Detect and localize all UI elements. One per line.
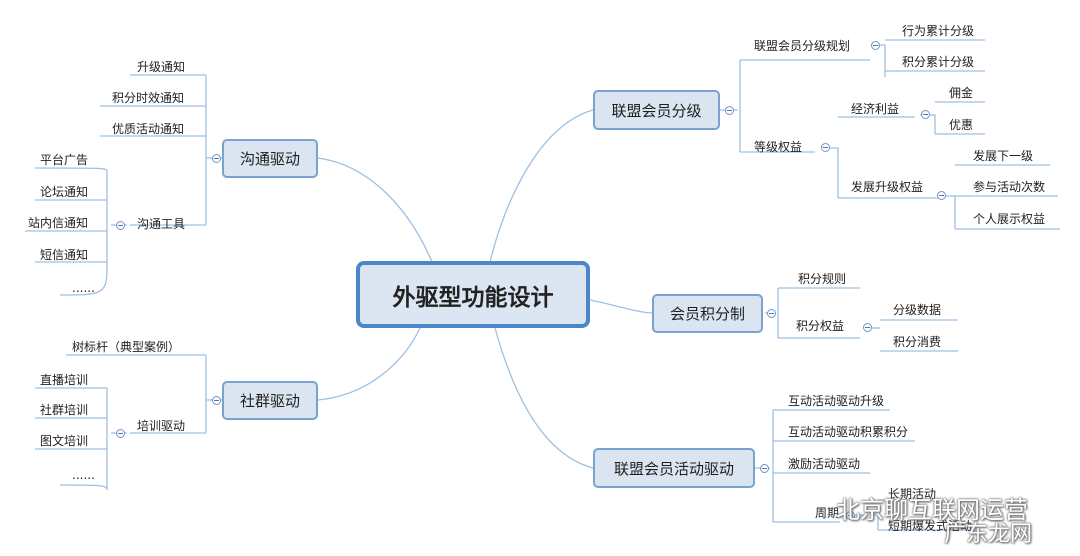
watermark-account: 北京聊互联网运营 xyxy=(836,496,1028,524)
leaf-develop-downline[interactable]: 发展下一级 xyxy=(973,149,1034,163)
leaf-role-model[interactable]: 树标杆（典型案例） xyxy=(72,340,181,354)
leaf-points-level[interactable]: 积分累计分级 xyxy=(902,55,975,69)
leaf-ellipsis[interactable]: ...... xyxy=(72,468,95,482)
leaf-graphic-training[interactable]: 图文培训 xyxy=(40,434,89,448)
collapse-icon[interactable] xyxy=(871,41,880,50)
collapse-icon[interactable] xyxy=(725,106,734,115)
collapse-icon[interactable] xyxy=(921,110,930,119)
collapse-icon[interactable] xyxy=(212,154,221,163)
subbranch-economic-benefits[interactable]: 经济利益 xyxy=(851,102,900,116)
collapse-icon[interactable] xyxy=(760,464,769,473)
leaf-discount[interactable]: 优惠 xyxy=(949,118,974,132)
leaf-level-data[interactable]: 分级数据 xyxy=(893,303,942,317)
branch-communication[interactable]: 沟通驱动 xyxy=(222,139,318,178)
leaf-commission[interactable]: 佣金 xyxy=(949,86,974,100)
leaf-forum-notice[interactable]: 论坛通知 xyxy=(40,185,89,199)
leaf-community-training[interactable]: 社群培训 xyxy=(40,403,89,417)
subbranch-communication-tools[interactable]: 沟通工具 xyxy=(137,217,186,231)
leaf-personal-showcase[interactable]: 个人展示权益 xyxy=(973,212,1046,226)
leaf-short-burst-activity[interactable]: 短期爆发式活动 xyxy=(888,519,973,533)
leaf-activity-upgrade[interactable]: 互动活动驱动升级 xyxy=(788,394,885,408)
subbranch-cycle[interactable]: 周期 xyxy=(815,506,840,520)
branch-community[interactable]: 社群驱动 xyxy=(222,381,318,420)
leaf-platform-ads[interactable]: 平台广告 xyxy=(40,153,89,167)
subbranch-points-rights[interactable]: 积分权益 xyxy=(796,319,845,333)
leaf-sms-notice[interactable]: 短信通知 xyxy=(40,248,89,262)
leaf-points-consumption[interactable]: 积分消费 xyxy=(893,335,942,349)
leaf-quality-activity-notice[interactable]: 优质活动通知 xyxy=(112,122,185,136)
branch-points-system[interactable]: 会员积分制 xyxy=(652,294,763,333)
collapse-icon[interactable] xyxy=(937,191,946,200)
collapse-icon[interactable] xyxy=(212,396,221,405)
leaf-ellipsis[interactable]: ...... xyxy=(72,281,95,295)
collapse-icon[interactable] xyxy=(863,323,872,332)
collapse-icon[interactable] xyxy=(767,309,776,318)
leaf-points-rules[interactable]: 积分规则 xyxy=(798,272,847,286)
collapse-icon[interactable] xyxy=(116,429,125,438)
subbranch-level-plan[interactable]: 联盟会员分级规划 xyxy=(754,39,851,53)
subbranch-level-rights[interactable]: 等级权益 xyxy=(754,140,803,154)
leaf-incentive-activity[interactable]: 激励活动驱动 xyxy=(788,457,861,471)
root-topic[interactable]: 外驱型功能设计 xyxy=(356,261,590,328)
collapse-icon[interactable] xyxy=(116,221,125,230)
collapse-icon[interactable] xyxy=(846,511,855,520)
leaf-upgrade-notice[interactable]: 升级通知 xyxy=(137,60,186,74)
subbranch-growth-rights[interactable]: 发展升级权益 xyxy=(851,180,924,194)
branch-member-levels[interactable]: 联盟会员分级 xyxy=(593,90,720,130)
leaf-live-training[interactable]: 直播培训 xyxy=(40,373,89,387)
leaf-long-term-activity[interactable]: 长期活动 xyxy=(888,487,937,501)
leaf-behavior-level[interactable]: 行为累计分级 xyxy=(902,24,975,38)
leaf-inbox-notice[interactable]: 站内信通知 xyxy=(28,216,89,230)
leaf-points-expiry-notice[interactable]: 积分时效通知 xyxy=(112,91,185,105)
subbranch-training[interactable]: 培训驱动 xyxy=(137,419,186,433)
branch-activity-drive[interactable]: 联盟会员活动驱动 xyxy=(593,448,755,488)
watermark-site: 广东龙网 xyxy=(944,522,1033,547)
leaf-activity-points[interactable]: 互动活动驱动积累积分 xyxy=(788,425,909,439)
collapse-icon[interactable] xyxy=(821,143,830,152)
leaf-activity-count[interactable]: 参与活动次数 xyxy=(973,180,1046,194)
